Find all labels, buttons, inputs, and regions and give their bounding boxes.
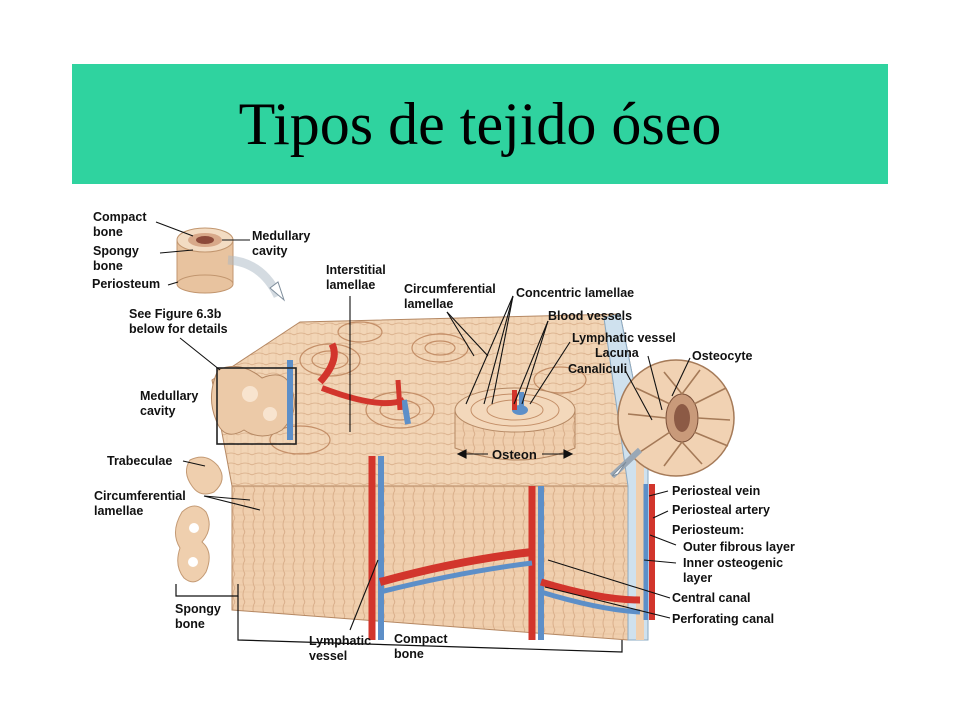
front-vessels xyxy=(368,456,655,640)
page-title: Tipos de tejido óseo xyxy=(238,91,722,157)
label-lymphatic-vessel-bottom: Lymphatic vessel xyxy=(309,634,372,663)
label-medullary-cavity-top: Medullary cavity xyxy=(252,229,311,258)
label-medullary-cavity: Medullary cavity xyxy=(140,389,199,418)
leader-lines xyxy=(155,221,691,631)
spongy-bone-left xyxy=(175,456,223,583)
label-periosteum: Periosteum: xyxy=(672,523,745,537)
label-periosteal-vein: Periosteal vein xyxy=(672,484,761,498)
label-perforating-canal: Perforating canal xyxy=(672,612,775,626)
label-central-canal: Central canal xyxy=(672,591,751,605)
label-lacuna: Lacuna xyxy=(595,346,639,360)
label-blood-vessels: Blood vessels xyxy=(548,309,633,323)
title-band: Tipos de tejido óseo xyxy=(72,64,888,184)
label-see-figure: See Figure 6.3b below for details xyxy=(129,307,228,336)
label-spongy-bone-top: Spongy bone xyxy=(93,244,139,273)
label-periosteum-top: Periosteum xyxy=(92,277,161,291)
label-circumferential-lamellae-top: Circumferential lamellae xyxy=(404,282,496,311)
top-vessels xyxy=(317,342,411,425)
label-outer-fibrous-layer: Outer fibrous layer xyxy=(683,540,795,554)
label-compact-bone-bottom: Compact bone xyxy=(394,632,448,661)
label-interstitial-lamellae: Interstitial lamellae xyxy=(326,263,386,292)
label-osteocyte: Osteocyte xyxy=(692,349,753,363)
block-front-face xyxy=(231,485,629,641)
osteon-arrow xyxy=(456,449,574,459)
label-trabeculae: Trabeculae xyxy=(107,454,173,468)
detail-box xyxy=(211,360,297,445)
bottom-brackets xyxy=(175,584,623,653)
osteocyte-magnified xyxy=(609,359,735,479)
label-osteon: Osteon xyxy=(492,447,537,462)
label-compact-bone-top: Compact bone xyxy=(93,210,147,239)
label-lymphatic-vessel-top: Lymphatic vessel xyxy=(572,331,676,345)
label-circumferential-lamellae-left: Circumferential lamellae xyxy=(94,489,186,518)
label-periosteal-artery: Periosteal artery xyxy=(672,503,770,517)
label-canaliculi: Canaliculi xyxy=(568,362,628,376)
label-inner-osteogenic-layer: Inner osteogenic layer xyxy=(683,556,784,585)
label-concentric-lamellae: Concentric lamellae xyxy=(516,286,635,300)
long-bone-thumbnail xyxy=(176,227,286,302)
label-spongy-bone-bottom: Spongy bone xyxy=(175,602,221,631)
